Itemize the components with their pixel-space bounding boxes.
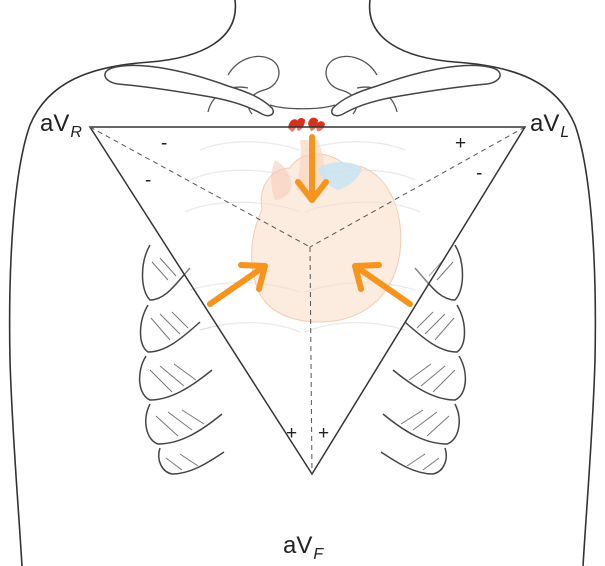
sign-avr-top: -: [161, 134, 167, 153]
sign-avr-side: -: [145, 171, 151, 190]
sign-avf-right: +: [318, 424, 329, 443]
sign-avl-side: -: [476, 164, 482, 183]
lead-avf-subscript: F: [313, 546, 323, 563]
lead-avr-subscript: R: [70, 124, 82, 141]
lead-label-avr: aVR: [40, 112, 82, 136]
neck-structures: [208, 56, 397, 114]
lead-avf-base: aV: [283, 532, 312, 559]
lead-label-avf: aVF: [283, 534, 323, 558]
lead-label-avl: aVL: [530, 112, 569, 136]
lead-avl-base: aV: [530, 110, 559, 137]
sign-avf-left: +: [286, 424, 297, 443]
lead-avr-base: aV: [40, 110, 69, 137]
sign-avl-top: +: [455, 134, 466, 153]
lead-avl-subscript: L: [560, 124, 569, 141]
clavicle: [105, 65, 500, 115]
